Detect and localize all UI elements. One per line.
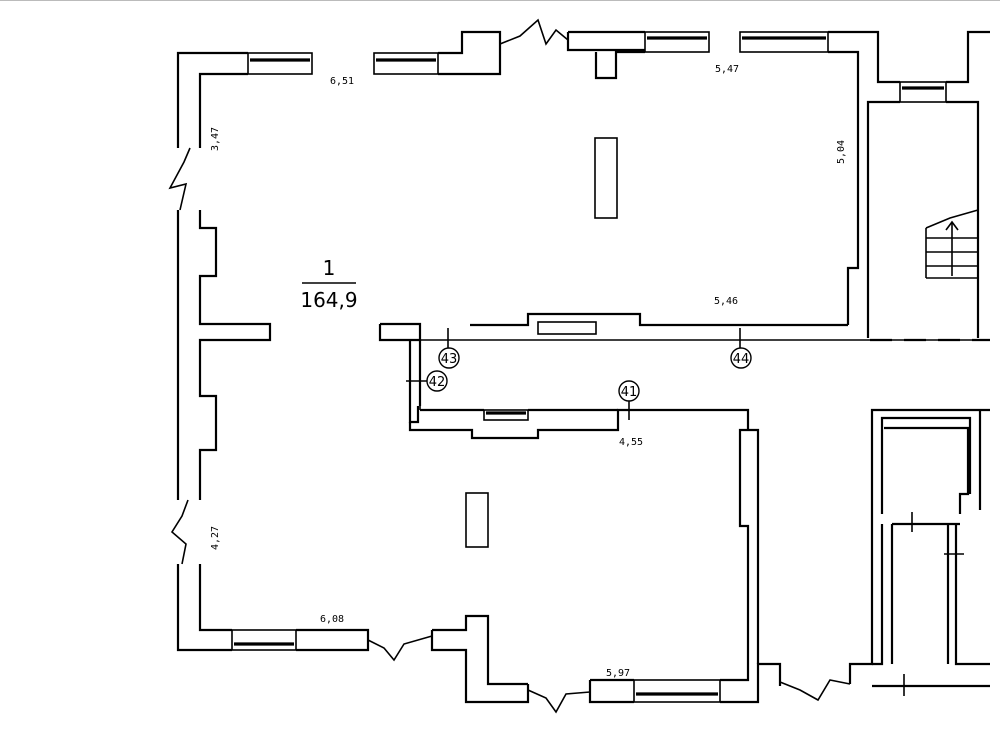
dim-bottom-right: 5,97 [606,668,630,679]
room-label: 1 164,9 [300,256,357,312]
dim-lower-mid: 4,55 [619,437,643,448]
window [644,31,710,53]
marker-43: 43 [438,347,460,369]
window [483,409,529,421]
dim-right-upper: 5,04 [836,140,847,164]
marker-42-label: 42 [429,375,446,390]
dim-top-left: 6,51 [330,76,354,87]
dim-left-lower: 4,27 [210,526,221,550]
marker-43-label: 43 [441,352,458,367]
dim-mid-right: 5,46 [714,296,738,307]
marker-41-label: 41 [621,385,638,400]
walls [168,18,990,714]
window [231,629,297,651]
column [594,137,618,219]
staircase [925,209,979,279]
dimension-labels: 6,51 5,47 3,47 5,04 5,46 4,55 4,27 6,08 … [210,64,847,679]
marker-ticks [406,328,964,696]
column [465,492,489,548]
window [247,52,313,75]
marker-44-label: 44 [733,352,750,367]
window [373,52,439,75]
dim-bottom-left: 6,08 [320,614,344,625]
room-area: 164,9 [300,288,357,312]
marker-44: 44 [730,347,752,369]
dim-left-upper: 3,47 [210,127,221,151]
window [739,31,829,53]
window [537,321,597,335]
room-number: 1 [323,256,336,280]
windows [231,31,947,703]
marker-42: 42 [426,370,448,392]
marker-41: 41 [618,380,640,402]
window [633,679,721,703]
dim-top-right: 5,47 [715,64,739,75]
window [899,81,947,103]
